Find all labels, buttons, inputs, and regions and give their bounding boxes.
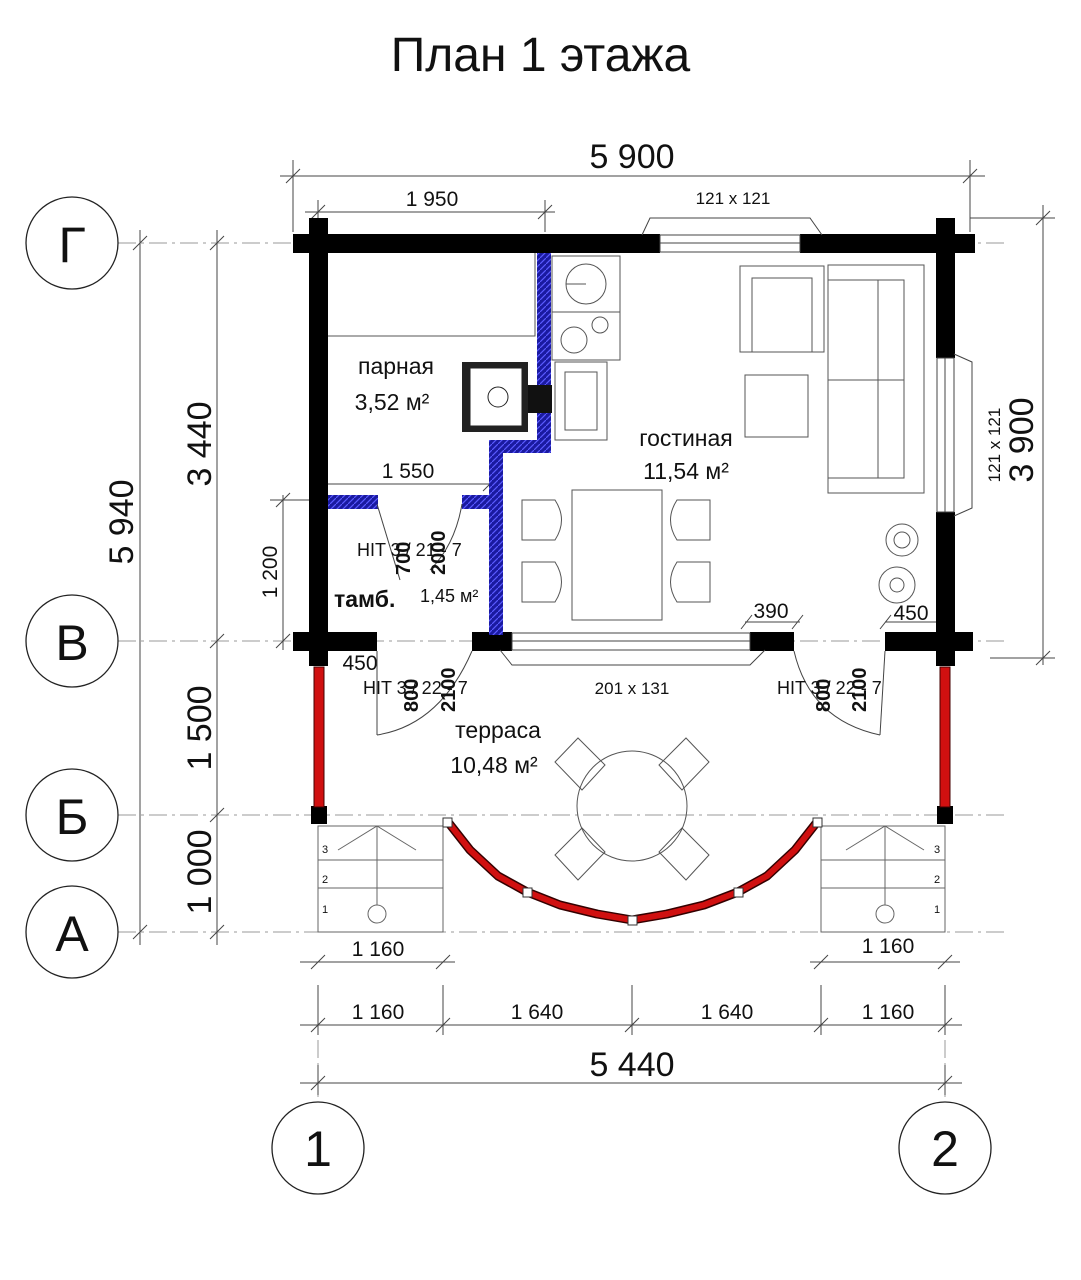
stair-right-step-2: 2 <box>934 874 940 886</box>
stair-left-step-3: 3 <box>322 844 328 856</box>
dim-left-3440: 3 440 <box>181 401 219 486</box>
dim-left-1200: 1 200 <box>259 546 282 599</box>
sauna-stove <box>462 362 552 432</box>
dim-top-total: 5 900 <box>589 138 674 176</box>
axis-label-v: В <box>55 615 88 671</box>
window-top-size: 121 x 121 <box>696 189 771 208</box>
door-left-label: HIT 3 / 22 - 7 <box>363 678 468 698</box>
room-terrace-name: терраса <box>455 717 541 743</box>
chair <box>670 561 711 603</box>
terrace-stairs <box>317 825 946 933</box>
stair-left-step-1: 1 <box>322 904 328 916</box>
dim-450-left: 450 <box>342 652 377 675</box>
window-labels: 121 x 121 121 x 121 201 x 131 <box>595 189 1004 698</box>
room-vestibule-area: 1,45 м² <box>420 586 478 606</box>
plant <box>885 523 919 557</box>
room-labels: парная 3,52 м² гостиная 11,54 м² тамб. 1… <box>334 353 733 778</box>
room-living-area: 11,54 м² <box>643 458 729 484</box>
axis-label-g: Г <box>58 217 85 273</box>
stair-right-step-1: 1 <box>934 904 940 916</box>
door-left-width: 800 <box>401 679 423 712</box>
axis-label-a: А <box>55 906 89 962</box>
axis-bubble-1 <box>271 1101 365 1195</box>
dim-390: 390 <box>753 600 788 623</box>
dim-1550: 1 550 <box>382 460 435 483</box>
chair <box>521 499 562 541</box>
door-inner-height: 2000 <box>428 531 450 576</box>
axis-bubble-a <box>25 885 119 979</box>
axis-bubble-2 <box>898 1101 992 1195</box>
page-title: План 1 этажа <box>390 29 691 82</box>
dim-bottom-4: 1 160 <box>862 1001 915 1024</box>
chair <box>554 827 606 881</box>
dim-bottom-total: 5 440 <box>589 1046 674 1084</box>
dimension-lines <box>132 160 1055 1095</box>
doors <box>376 503 886 736</box>
plant <box>878 566 916 604</box>
dim-bottom-3: 1 640 <box>701 1001 754 1024</box>
stair-step-numbers: 3 2 1 3 2 1 <box>322 844 940 916</box>
sofa <box>827 264 925 494</box>
window-right-size: 121 x 121 <box>985 408 1004 483</box>
door-labels: HIT 3 / 21 - 7 700 2000 HIT 3 / 22 - 7 8… <box>357 531 882 713</box>
chair <box>554 737 606 791</box>
axis-bubble-b <box>25 768 119 862</box>
axis-bubble-g <box>25 196 119 290</box>
room-vestibule-name: тамб. <box>334 586 395 612</box>
door-right-width: 800 <box>813 679 835 712</box>
dim-left-1000: 1 000 <box>181 829 219 914</box>
fridge <box>554 361 608 441</box>
furniture <box>521 255 925 881</box>
dim-bottom-2: 1 640 <box>511 1001 564 1024</box>
dim-stair-left: 1 160 <box>352 938 405 961</box>
stair-left-step-2: 2 <box>322 874 328 886</box>
dim-stair-right: 1 160 <box>862 935 915 958</box>
chair <box>658 737 710 791</box>
dim-left-1500: 1 500 <box>181 685 219 770</box>
dim-top-1950: 1 950 <box>406 188 459 211</box>
door-right-height: 2100 <box>849 668 871 713</box>
dim-bottom-1: 1 160 <box>352 1001 405 1024</box>
round-table <box>576 750 688 862</box>
steam-bench <box>325 252 536 337</box>
chair <box>658 827 710 881</box>
axis-label-2: 2 <box>931 1121 959 1177</box>
dim-450-right: 450 <box>893 602 928 625</box>
chair <box>521 561 562 603</box>
room-living-name: гостиная <box>639 425 733 451</box>
door-inner-label: HIT 3 / 21 - 7 <box>357 540 462 560</box>
terrace-railings <box>313 666 951 926</box>
room-terrace-area: 10,48 м² <box>450 752 538 778</box>
armchair <box>739 265 825 353</box>
axis-label-1: 1 <box>304 1121 332 1177</box>
partitions <box>328 253 551 635</box>
windows <box>499 217 973 666</box>
window-front-size: 201 x 131 <box>595 679 670 698</box>
axis-label-b: Б <box>56 789 89 845</box>
walls <box>293 218 975 824</box>
axis-bubbles: Г В Б А 1 2 <box>25 196 992 1195</box>
door-inner-width: 700 <box>393 542 415 575</box>
dim-right-3900: 3 900 <box>1003 397 1041 482</box>
dim-left-5940: 5 940 <box>103 479 141 564</box>
stair-right-step-3: 3 <box>934 844 940 856</box>
dining-table <box>571 489 663 621</box>
axis-bubble-v <box>25 594 119 688</box>
coffee-table <box>744 374 809 438</box>
dimension-labels: 5 900 1 950 5 940 3 440 1 500 1 000 1 20… <box>103 138 1041 1084</box>
door-right-label: HIT 3 / 22 - 7 <box>777 678 882 698</box>
axis-lines <box>118 242 1005 1105</box>
chair <box>670 499 711 541</box>
room-steam-name: парная <box>358 353 434 379</box>
door-left-height: 2100 <box>438 668 460 713</box>
cooktop <box>551 311 621 361</box>
room-steam-area: 3,52 м² <box>355 389 430 415</box>
